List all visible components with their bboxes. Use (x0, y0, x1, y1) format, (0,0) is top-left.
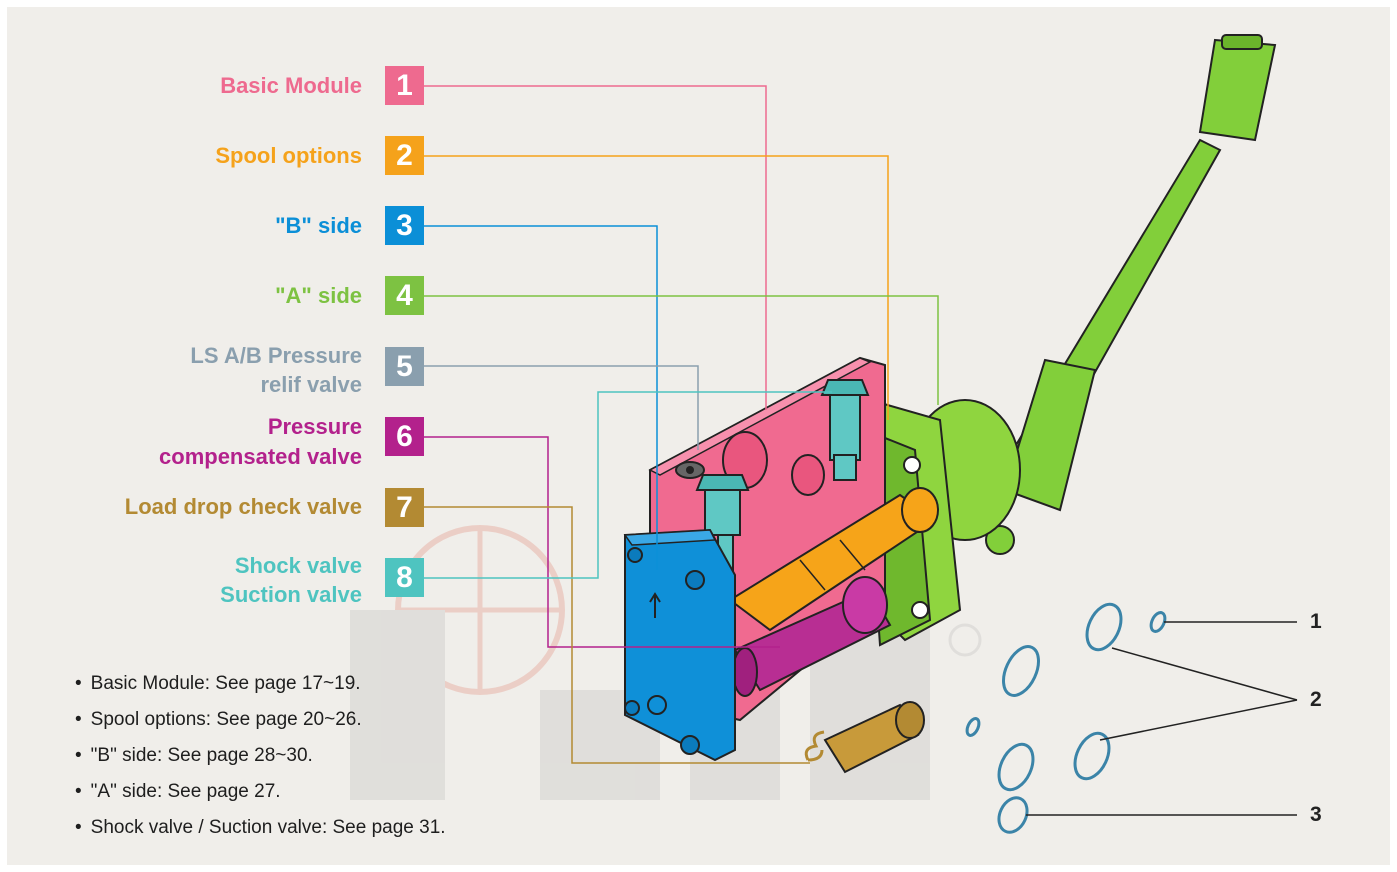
callout-label-shock-line2: Suction valve (220, 582, 362, 607)
reference-text: Shock valve / Suction valve: See page 31… (90, 817, 446, 838)
callout-number-6: 6 (385, 417, 424, 456)
ring-label-2: 2 (1310, 688, 1322, 711)
callout-label-pressure-comp-line2: compensated valve (159, 444, 362, 469)
reference-item: "A" side: See page 27. (75, 774, 446, 810)
callout-number-3: 3 (385, 206, 424, 245)
reference-text: "B" side: See page 28~30. (90, 745, 313, 766)
callout-number-5: 5 (385, 347, 424, 386)
callout-label-ls-relief-line2: relif valve (260, 372, 362, 397)
callout-label-a-side: "A" side (275, 283, 362, 308)
callout-number-8: 8 (385, 558, 424, 597)
reference-item: Basic Module: See page 17~19. (75, 666, 446, 702)
callout-number-7: 7 (385, 488, 424, 527)
reference-text: Spool options: See page 20~26. (90, 709, 362, 730)
b-side-cover (623, 528, 736, 762)
reference-text: Basic Module: See page 17~19. (90, 673, 361, 694)
pressure-compensator (732, 576, 892, 697)
registered-mark-icon (948, 623, 982, 657)
callout-number-2: 2 (385, 136, 424, 175)
callout-label-shock-line1: Shock valve (234, 553, 362, 578)
o-rings (965, 602, 1167, 834)
ring-label-1: 1 (1310, 610, 1322, 633)
callout-label-basic-module: Basic Module (220, 73, 362, 98)
callout-label-pressure-comp-line1: Pressure (267, 414, 362, 439)
reference-item: Spool options: See page 20~26. (75, 702, 446, 738)
ring-callout-lines (1026, 621, 1298, 816)
ls-relief-valve (820, 379, 870, 481)
ring-label-3: 3 (1310, 803, 1322, 826)
callout-label-b-side: "B" side (275, 213, 362, 238)
reference-item: Shock valve / Suction valve: See page 31… (75, 810, 446, 846)
leader-lines (424, 85, 939, 764)
spool (728, 487, 939, 632)
reference-item: "B" side: See page 28~30. (75, 738, 446, 774)
callout-number-1: 1 (385, 66, 424, 105)
reference-text: "A" side: See page 27. (90, 781, 281, 802)
load-drop-check-valve (804, 701, 925, 774)
callout-label-ls-relief-line1: LS A/B Pressure (190, 343, 362, 368)
callout-label-load-drop-check: Load drop check valve (124, 494, 362, 519)
callout-number-4: 4 (385, 276, 424, 315)
lever-handle (985, 34, 1277, 555)
page-reference-list: Basic Module: See page 17~19. Spool opti… (75, 666, 446, 846)
arrow-up-icon (649, 592, 661, 618)
callout-label-spool-options: Spool options (215, 143, 362, 168)
